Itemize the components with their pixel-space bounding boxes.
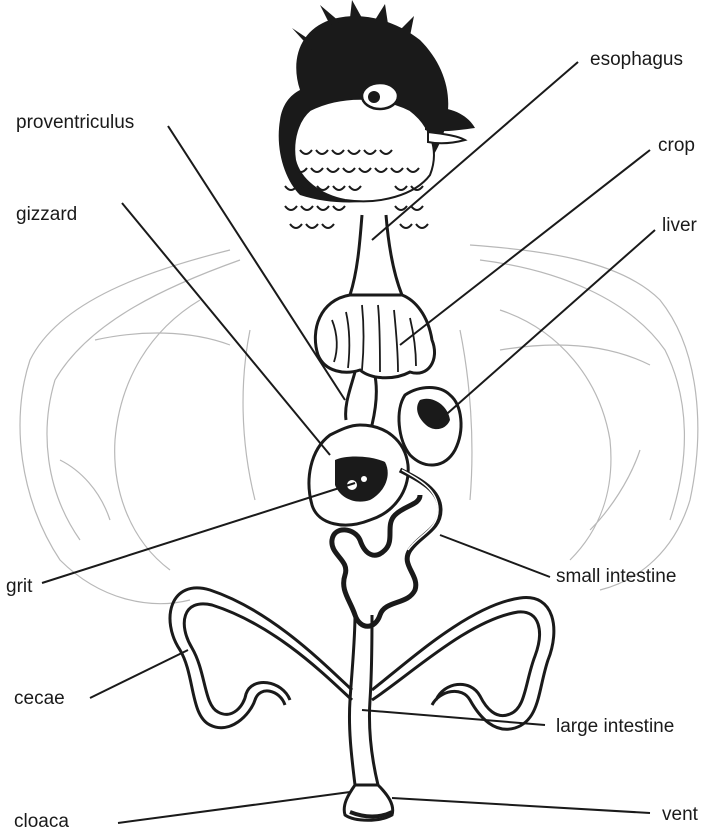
label-esophagus: esophagus xyxy=(590,50,683,69)
label-small-intestine: small intestine xyxy=(556,567,676,586)
label-grit: grit xyxy=(6,577,32,596)
label-cecae: cecae xyxy=(14,689,65,708)
cecae-left-drawing xyxy=(170,588,352,728)
label-vent: vent xyxy=(662,805,698,824)
label-gizzard: gizzard xyxy=(16,205,77,224)
label-liver: liver xyxy=(662,216,697,235)
esophagus-drawing xyxy=(350,215,402,295)
label-large-intestine: large intestine xyxy=(556,717,674,736)
label-crop: crop xyxy=(658,136,695,155)
label-proventriculus: proventriculus xyxy=(16,113,134,132)
label-cloaca: cloaca xyxy=(14,812,69,831)
beak-drawing xyxy=(425,107,475,131)
head-drawing xyxy=(279,0,475,228)
proventriculus-drawing xyxy=(346,372,377,425)
eye-drawing xyxy=(362,83,398,109)
cecae-right-drawing xyxy=(372,598,554,730)
